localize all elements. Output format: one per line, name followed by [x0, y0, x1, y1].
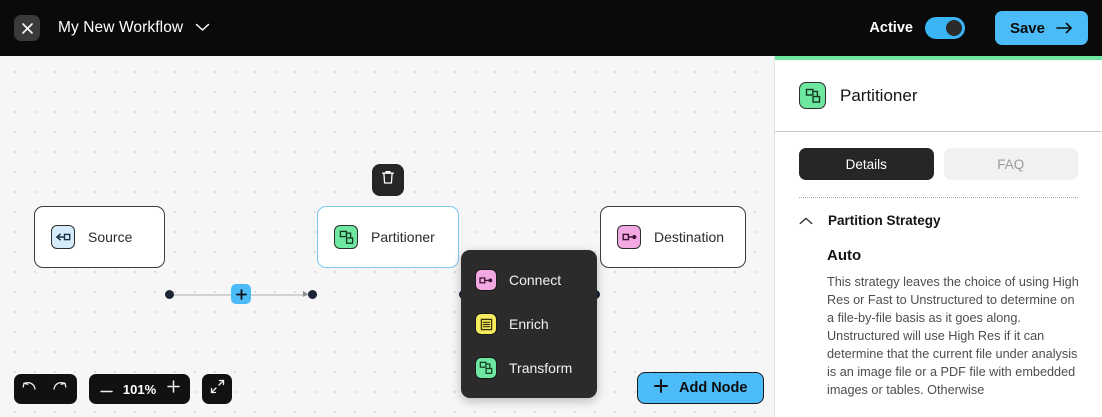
partitioner-node-icon [799, 82, 826, 109]
menu-item-label: Transform [509, 360, 573, 376]
fit-view-toolbar [202, 374, 232, 404]
zoom-level: 101% [122, 381, 157, 397]
minus-icon [99, 380, 113, 398]
node-source[interactable]: Source [34, 206, 165, 268]
enrich-icon [475, 313, 497, 335]
undo-icon [22, 380, 37, 398]
node-type-menu: Connect Enrich [461, 250, 597, 398]
trash-icon [381, 170, 395, 190]
fit-view-button[interactable] [202, 374, 232, 404]
tab-details[interactable]: Details [799, 148, 934, 180]
redo-button[interactable] [44, 374, 74, 404]
node-label: Destination [654, 229, 725, 245]
edge-add-node-button[interactable] [231, 284, 251, 304]
chevron-down-icon [195, 19, 210, 37]
workflow-canvas[interactable]: Source Partitioner Destina [0, 56, 774, 417]
save-button-label: Save [1009, 19, 1045, 37]
menu-item-label: Connect [509, 272, 562, 288]
tab-faq[interactable]: FAQ [943, 148, 1078, 180]
edge-end-dot [308, 289, 317, 299]
plus-icon [166, 380, 180, 398]
transform-icon [475, 357, 497, 379]
node-partitioner[interactable]: Partitioner [317, 206, 459, 268]
undo-button[interactable] [14, 374, 44, 404]
node-destination[interactable]: Destination [600, 206, 746, 268]
workflow-title: My New Workflow [58, 19, 184, 36]
add-node-button[interactable]: Add Node [637, 372, 765, 404]
save-button[interactable]: Save [994, 11, 1088, 45]
panel-title: Partitioner [840, 85, 918, 105]
active-toggle[interactable] [924, 17, 965, 39]
close-icon [21, 22, 34, 35]
panel-divider [799, 197, 1078, 198]
workflow-menu-button[interactable] [195, 19, 210, 37]
menu-item-connect[interactable]: Connect [461, 258, 597, 302]
connect-icon [475, 269, 497, 291]
panel-accent-bar [775, 56, 1102, 60]
toggle-knob [945, 20, 962, 36]
arrow-right-icon [1056, 22, 1073, 34]
redo-icon [52, 380, 67, 398]
zoom-out-button[interactable] [91, 374, 121, 404]
top-bar-actions: Active Save [869, 11, 1102, 45]
details-panel: Partitioner Details FAQ Partition Strate… [774, 56, 1102, 417]
partition-strategy-body: Auto This strategy leaves the choice of … [775, 228, 1102, 399]
fit-view-icon [210, 379, 225, 399]
edge-start-dot [165, 289, 174, 299]
zoom-toolbar: 101% [89, 374, 190, 404]
partitioner-node-icon [334, 225, 358, 249]
menu-item-enrich[interactable]: Enrich [461, 302, 597, 346]
node-label: Partitioner [371, 229, 435, 245]
strategy-name: Auto [827, 247, 862, 264]
node-label: Source [88, 229, 133, 245]
edge-arrowhead [303, 291, 308, 297]
partition-strategy-section-header[interactable]: Partition Strategy [775, 198, 1102, 228]
delete-node-button[interactable] [372, 164, 404, 196]
menu-item-label: Enrich [509, 316, 549, 332]
strategy-description: This strategy leaves the choice of using… [827, 275, 1079, 397]
menu-item-transform[interactable]: Transform [461, 346, 597, 390]
source-node-icon [51, 225, 75, 249]
destination-node-icon [617, 225, 641, 249]
top-bar: My New Workflow Active Save [0, 0, 1102, 56]
panel-tabs: Details FAQ [775, 132, 1102, 180]
history-toolbar [14, 374, 77, 404]
chevron-up-icon [799, 217, 815, 225]
zoom-in-button[interactable] [158, 374, 188, 404]
add-node-label: Add Node [679, 380, 748, 396]
section-title: Partition Strategy [828, 213, 941, 228]
active-label: Active [869, 20, 913, 36]
edge-source-partitioner [165, 284, 317, 304]
panel-header: Partitioner [775, 60, 1102, 132]
close-button[interactable] [14, 15, 40, 41]
plus-icon [654, 378, 668, 398]
